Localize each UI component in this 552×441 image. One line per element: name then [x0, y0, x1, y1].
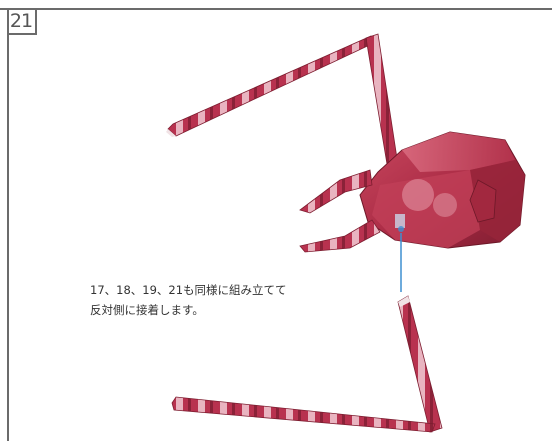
glue-point-marker — [398, 226, 404, 232]
instruction-line-2: 反対側に接着します。 — [90, 303, 204, 317]
step-number: 21 — [7, 8, 37, 35]
frame-left-border — [7, 8, 9, 441]
upper-leg-long-segment — [166, 35, 377, 137]
paper-claw-lower — [299, 219, 381, 253]
instruction-text: 17、18、19、21も同様に組み立てて 反対側に接着します。 — [90, 280, 350, 320]
paper-claw-upper — [299, 169, 373, 214]
paper-body — [359, 131, 526, 249]
instruction-line-1: 17、18、19、21も同様に組み立てて — [90, 283, 287, 297]
upper-leg-short-segment — [365, 33, 399, 171]
lower-leg-long-segment — [171, 396, 436, 433]
lower-leg-short-segment — [397, 295, 443, 433]
frame-top-border — [0, 8, 552, 10]
